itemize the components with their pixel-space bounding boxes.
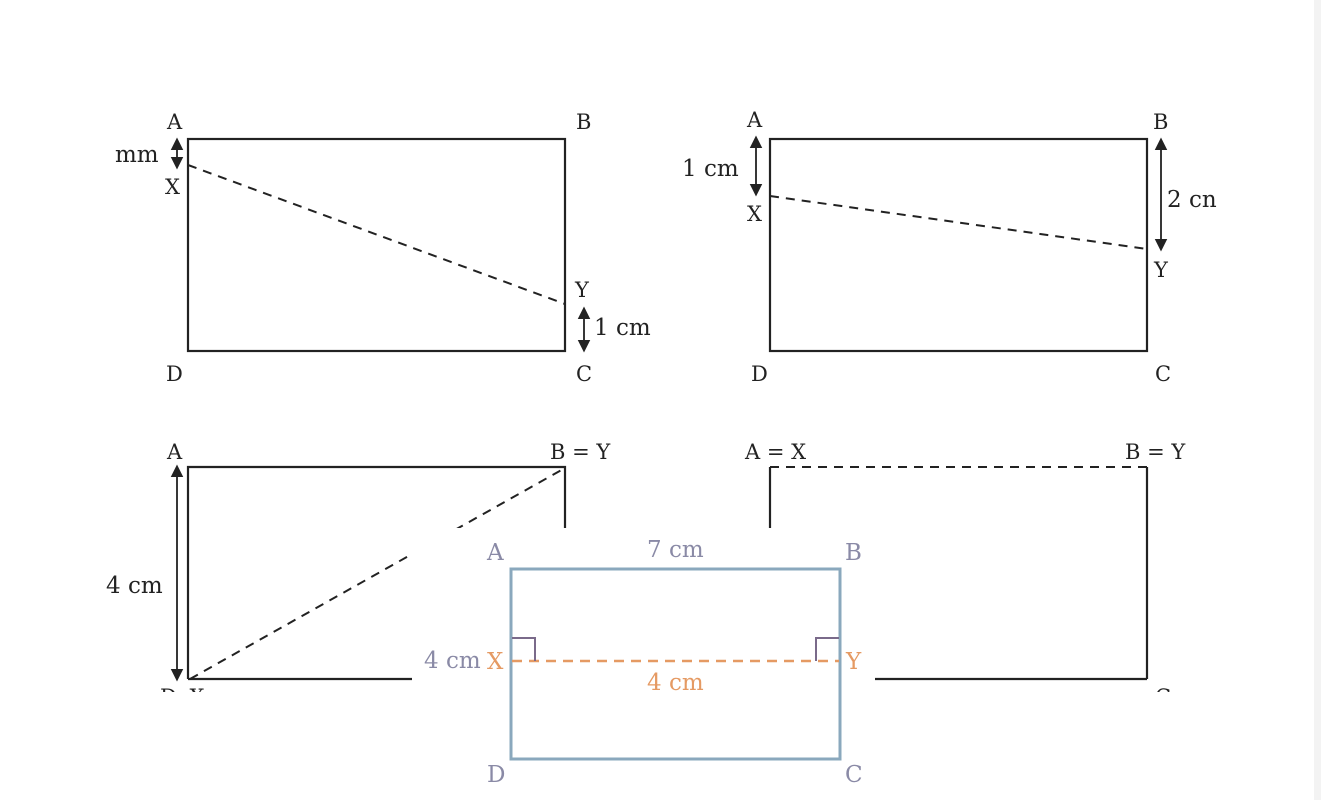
panel-1-label-y: Y (574, 278, 590, 302)
panel-3-rectangle-edges (186, 465, 567, 679)
panel-1: A B X Y D C mm 1 cm (115, 110, 651, 386)
panel-2: A B X Y D C 1 cm 2 cn (682, 108, 1217, 386)
right-angle-mark-y (815, 637, 839, 661)
panel-1-label-a: A (166, 110, 183, 134)
panel-1-rectangle (186, 137, 567, 353)
panel-3-label-by: B = Y (550, 440, 611, 464)
right-border-strip (1314, 0, 1321, 800)
panel-4-label-by: B = Y (1125, 440, 1186, 464)
panel-2-label-a: A (746, 108, 763, 132)
panel-1-dimension-cy: 1 cm (594, 315, 651, 341)
panel-2-dimension-by: 2 cn (1167, 187, 1217, 213)
panel-2-label-c: C (1155, 362, 1171, 386)
panel-1-label-x: X (165, 175, 180, 199)
panel-1-dimension-ax: mm (115, 142, 159, 168)
overlay-label-d: D (487, 762, 505, 788)
overlay-label-a: A (486, 540, 504, 566)
overlay-diagram: A B D C X Y 7 cm 4 cm 4 cm (412, 528, 875, 800)
panel-2-label-x: X (747, 202, 762, 226)
panel-2-segment-xy (769, 195, 1148, 250)
panel-1-label-c: C (576, 362, 592, 386)
overlay-label-c: C (845, 762, 863, 788)
panel-2-rectangle (768, 137, 1149, 353)
panel-3-dimension-ad: 4 cm (106, 573, 163, 599)
panel-2-dimension-ax: 1 cm (682, 156, 739, 182)
panel-3-label-a: A (166, 440, 183, 464)
overlay-rectangle (509, 567, 842, 761)
panel-2-label-b: B (1153, 110, 1168, 134)
panel-1-label-d: D (166, 362, 183, 386)
overlay-label-x: X (487, 649, 504, 675)
panel-1-segment-xy (187, 164, 566, 305)
overlay-label-y: Y (845, 649, 862, 675)
panel-3-segment-xy (189, 467, 566, 680)
overlay-label-b: B (845, 540, 862, 566)
overlay-top-length: 7 cm (647, 537, 704, 563)
overlay-backdrop (412, 528, 875, 800)
right-angle-mark-x (512, 637, 536, 661)
overlay-side-length: 4 cm (424, 648, 481, 674)
overlay-segment-length: 4 cm (647, 670, 704, 696)
panel-1-label-b: B (576, 110, 591, 134)
panel-2-label-y: Y (1153, 258, 1169, 282)
panel-2-label-d: D (751, 362, 768, 386)
panel-4-label-ax: A = X (744, 440, 806, 464)
